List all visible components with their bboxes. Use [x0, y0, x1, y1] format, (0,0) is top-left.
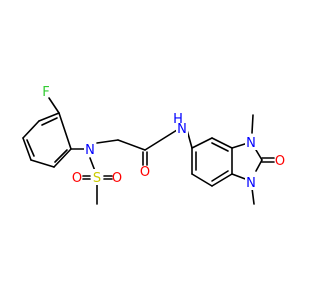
- bond: [255, 159, 263, 172]
- atom-label-fluorine: F: [42, 85, 49, 100]
- bond: [211, 142, 229, 152]
- bond: [53, 148, 72, 168]
- atom-label-ring-nitrogen-bottom: N: [246, 176, 256, 191]
- atom-label-sulfur: S: [93, 171, 101, 186]
- atom-label-amide-hydrogen: H: [173, 112, 183, 127]
- bonds: [22, 97, 275, 205]
- molecule-structure: F N S O O O H N N N O: [22, 85, 285, 205]
- bond: [89, 157, 96, 172]
- atom-label-urea-oxygen: O: [275, 154, 285, 169]
- bond: [96, 139, 119, 144]
- bond: [30, 159, 55, 168]
- bond: [22, 137, 32, 161]
- atom-labels: F N S O O O H N N N O: [42, 85, 285, 191]
- atom-label-amide-nitrogen: N: [177, 122, 187, 137]
- atom-label-sulfonyl-oxygen-right: O: [112, 171, 122, 186]
- bond: [41, 117, 58, 126]
- atom-label-sulfonyl-oxygen-left: O: [72, 171, 82, 186]
- atom-label-ring-nitrogen-top: N: [246, 136, 256, 151]
- bond: [191, 173, 213, 187]
- bond: [251, 114, 254, 134]
- bond: [22, 120, 40, 139]
- bond: [38, 112, 60, 122]
- bond: [211, 170, 229, 182]
- bond: [58, 112, 72, 150]
- atom-label-amide-oxygen: O: [140, 165, 150, 180]
- bond: [191, 137, 213, 149]
- bond: [211, 173, 233, 187]
- bond: [54, 149, 68, 163]
- bond: [211, 137, 233, 149]
- bond: [251, 187, 255, 205]
- bond: [48, 97, 60, 114]
- bond: [255, 149, 263, 161]
- bond: [117, 139, 146, 151]
- bond: [144, 129, 178, 151]
- atom-label-sulfonamide-nitrogen: N: [85, 143, 95, 158]
- bond: [26, 139, 35, 157]
